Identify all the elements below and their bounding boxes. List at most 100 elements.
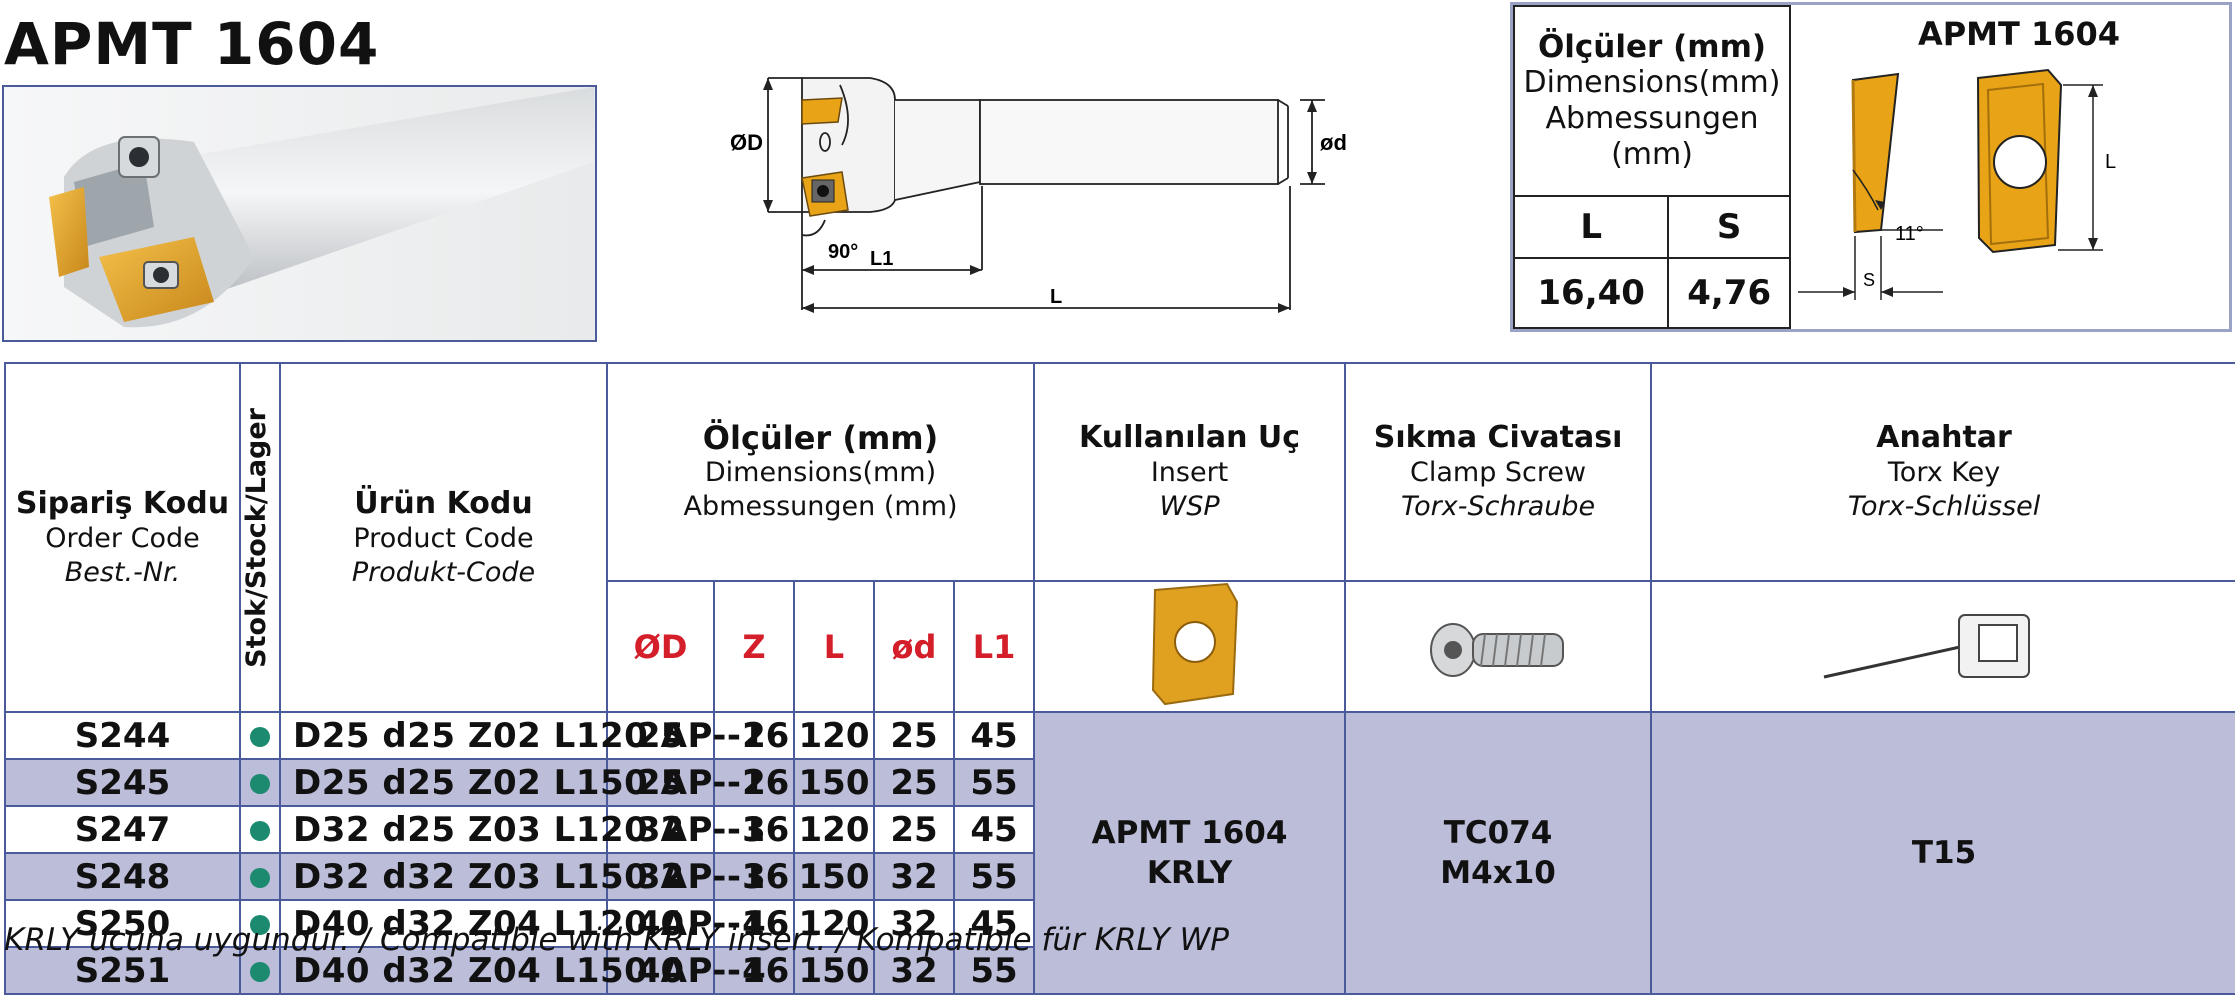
cell-L: 150 xyxy=(793,758,875,807)
cell-d: 25 xyxy=(873,711,955,760)
header-key: Anahtar Torx Key Torx-Schlüssel xyxy=(1650,362,2235,582)
product-table: Sipariş Kodu Order Code Best.-Nr. Stok/S… xyxy=(4,362,2235,995)
stock-cell xyxy=(239,758,281,807)
cell-d: 25 xyxy=(873,805,955,854)
table-row: S250 D40 d32 Z04 L120 AP--16 40 4 120 32… xyxy=(4,899,2235,948)
order-code-tr: Sipariş Kodu xyxy=(15,485,230,521)
page-title: APMT 1604 xyxy=(4,10,380,78)
col-L1: L1 xyxy=(952,580,1036,713)
table-row: S245 D25 d25 Z02 L150 AP--16 25 2 150 25… xyxy=(4,758,2235,807)
stock-cell xyxy=(239,852,281,901)
key-de: Torx-Schlüssel xyxy=(1847,491,2041,522)
insert-value-line2: KRLY xyxy=(1146,855,1233,891)
key-image-cell xyxy=(1650,580,2235,713)
col-D: ØD xyxy=(606,580,715,713)
stock-cell xyxy=(239,711,281,760)
screw-image-cell xyxy=(1344,580,1653,713)
key-value-cell: T15 xyxy=(1650,711,2235,995)
cell-L1: 45 xyxy=(952,711,1036,760)
dim-title-de-unit: (mm) xyxy=(1611,137,1693,172)
screw-tr: Sıkma Civatası xyxy=(1373,420,1623,455)
label-angle: 90° xyxy=(828,241,858,263)
torx-key-icon xyxy=(1823,613,2031,678)
cell-d: 25 xyxy=(873,758,955,807)
key-tr: Anahtar xyxy=(1876,420,2012,455)
table-row: S248 D32 d32 Z03 L150 AP--16 32 3 150 32… xyxy=(4,852,2235,901)
diagram-label-L: L xyxy=(2105,151,2116,173)
cell-L1: 55 xyxy=(952,758,1036,807)
col-L-header: L xyxy=(1512,195,1670,259)
table-row: S247 D32 d25 Z03 L120 AP--16 32 3 120 25… xyxy=(4,805,2235,854)
cell-D: 25 xyxy=(606,758,715,807)
insert-diagram: L S 11° xyxy=(1793,60,2229,330)
footnote: KRLY ucuna uygundur. / Compatible with K… xyxy=(4,922,1229,958)
label-d: ød xyxy=(1320,130,1347,155)
order-code-cell: S248 xyxy=(4,852,241,901)
header-order-code: Sipariş Kodu Order Code Best.-Nr. xyxy=(4,362,241,713)
order-code-cell: S244 xyxy=(4,711,241,760)
screw-de: Torx-Schraube xyxy=(1401,491,1596,522)
product-photo xyxy=(2,85,597,342)
diagram-label-angle: 11° xyxy=(1895,223,1924,245)
cell-Z: 3 xyxy=(713,805,795,854)
cell-D: 32 xyxy=(606,852,715,901)
in-stock-dot-icon xyxy=(250,821,270,841)
dimensions-tr: Ölçüler (mm) xyxy=(702,419,939,457)
cell-Z: 2 xyxy=(713,711,795,760)
cell-D: 25 xyxy=(606,711,715,760)
insert-de: WSP xyxy=(1159,491,1220,522)
col-L: L xyxy=(793,580,875,713)
product-code-tr: Ürün Kodu xyxy=(354,485,533,521)
insert-en: Insert xyxy=(1150,457,1229,488)
product-code-cell: D25 d25 Z02 L150 AP--16 xyxy=(279,758,789,807)
cell-d: 32 xyxy=(873,899,955,948)
insert-dim-header: Ölçüler (mm) Dimensions(mm) Abmessungen … xyxy=(1513,5,1791,197)
order-code-cell: S245 xyxy=(4,758,241,807)
cell-L: 120 xyxy=(793,805,875,854)
col-Z: Z xyxy=(713,580,795,713)
product-code-cell: D32 d25 Z03 L120 AP--16 xyxy=(279,805,789,854)
insert-dimension-table: Ölçüler (mm) Dimensions(mm) Abmessungen … xyxy=(1512,5,1791,329)
cell-L: 150 xyxy=(793,852,875,901)
insert-value-line1: APMT 1604 xyxy=(1091,815,1288,851)
diagram-label-S: S xyxy=(1863,270,1875,290)
screw-icon xyxy=(1430,622,1565,677)
dimensions-en: Dimensions(mm) xyxy=(704,457,937,488)
stock-label: Stok/Stock/Lager xyxy=(241,407,272,668)
cell-L1: 55 xyxy=(952,852,1036,901)
header-insert: Kullanılan Uç Insert WSP xyxy=(1033,362,1347,582)
cell-D: 32 xyxy=(606,805,715,854)
end-mill-photo-illustration xyxy=(49,87,594,328)
product-code-de: Produkt-Code xyxy=(351,556,536,588)
insert-diagram-title: APMT 1604 xyxy=(1917,15,2121,53)
dimensions-de: Abmessungen (mm) xyxy=(683,491,958,522)
product-code-en: Product Code xyxy=(353,522,534,554)
in-stock-dot-icon xyxy=(250,962,270,982)
label-D: ØD xyxy=(730,130,763,155)
insert-dimension-box: Ölçüler (mm) Dimensions(mm) Abmessungen … xyxy=(1510,2,2232,332)
dim-title-de: Abmessungen xyxy=(1545,101,1759,136)
header-stock: Stok/Stock/Lager xyxy=(239,362,281,713)
product-code-cell: D25 d25 Z02 L120 AP--16 xyxy=(279,711,789,760)
label-L: L xyxy=(1050,286,1062,308)
col-d: ød xyxy=(873,580,955,713)
cell-Z: 2 xyxy=(713,758,795,807)
screw-en: Clamp Screw xyxy=(1410,457,1587,488)
cell-d: 32 xyxy=(873,852,955,901)
screw-value-cell: TC074 M4x10 xyxy=(1344,711,1653,995)
cell-L1: 45 xyxy=(952,805,1036,854)
in-stock-dot-icon xyxy=(250,868,270,888)
screw-value-line2: M4x10 xyxy=(1440,855,1556,891)
insert-image-cell xyxy=(1033,580,1347,713)
order-code-de: Best.-Nr. xyxy=(64,556,181,588)
col-S-header: S xyxy=(1667,195,1791,259)
order-code-en: Order Code xyxy=(45,522,200,554)
cell-L: 120 xyxy=(793,899,875,948)
stock-cell xyxy=(239,805,281,854)
cell-Z: 4 xyxy=(713,899,795,948)
stock-cell xyxy=(239,899,281,948)
value-L: 16,40 xyxy=(1512,257,1670,329)
dim-title-tr: Ölçüler (mm) xyxy=(1537,29,1767,65)
header-screw: Sıkma Civatası Clamp Screw Torx-Schraube xyxy=(1344,362,1653,582)
header-dimensions: Ölçüler (mm) Dimensions(mm) Abmessungen … xyxy=(605,362,1036,582)
